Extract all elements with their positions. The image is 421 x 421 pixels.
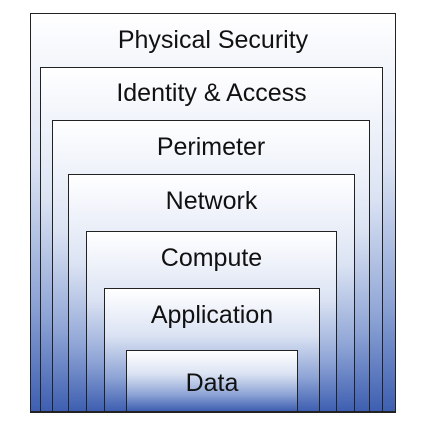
layer-label: Identity & Access	[116, 79, 307, 107]
layer-data: Data	[126, 350, 298, 411]
layer-label: Compute	[160, 244, 263, 272]
layer-label: Perimeter	[156, 133, 266, 161]
layer-label: Application	[150, 301, 274, 329]
layer-label: Data	[185, 369, 239, 397]
layer-label: Physical Security	[117, 26, 309, 54]
diagram-baseline	[30, 411, 396, 413]
layer-label: Network	[165, 187, 258, 215]
